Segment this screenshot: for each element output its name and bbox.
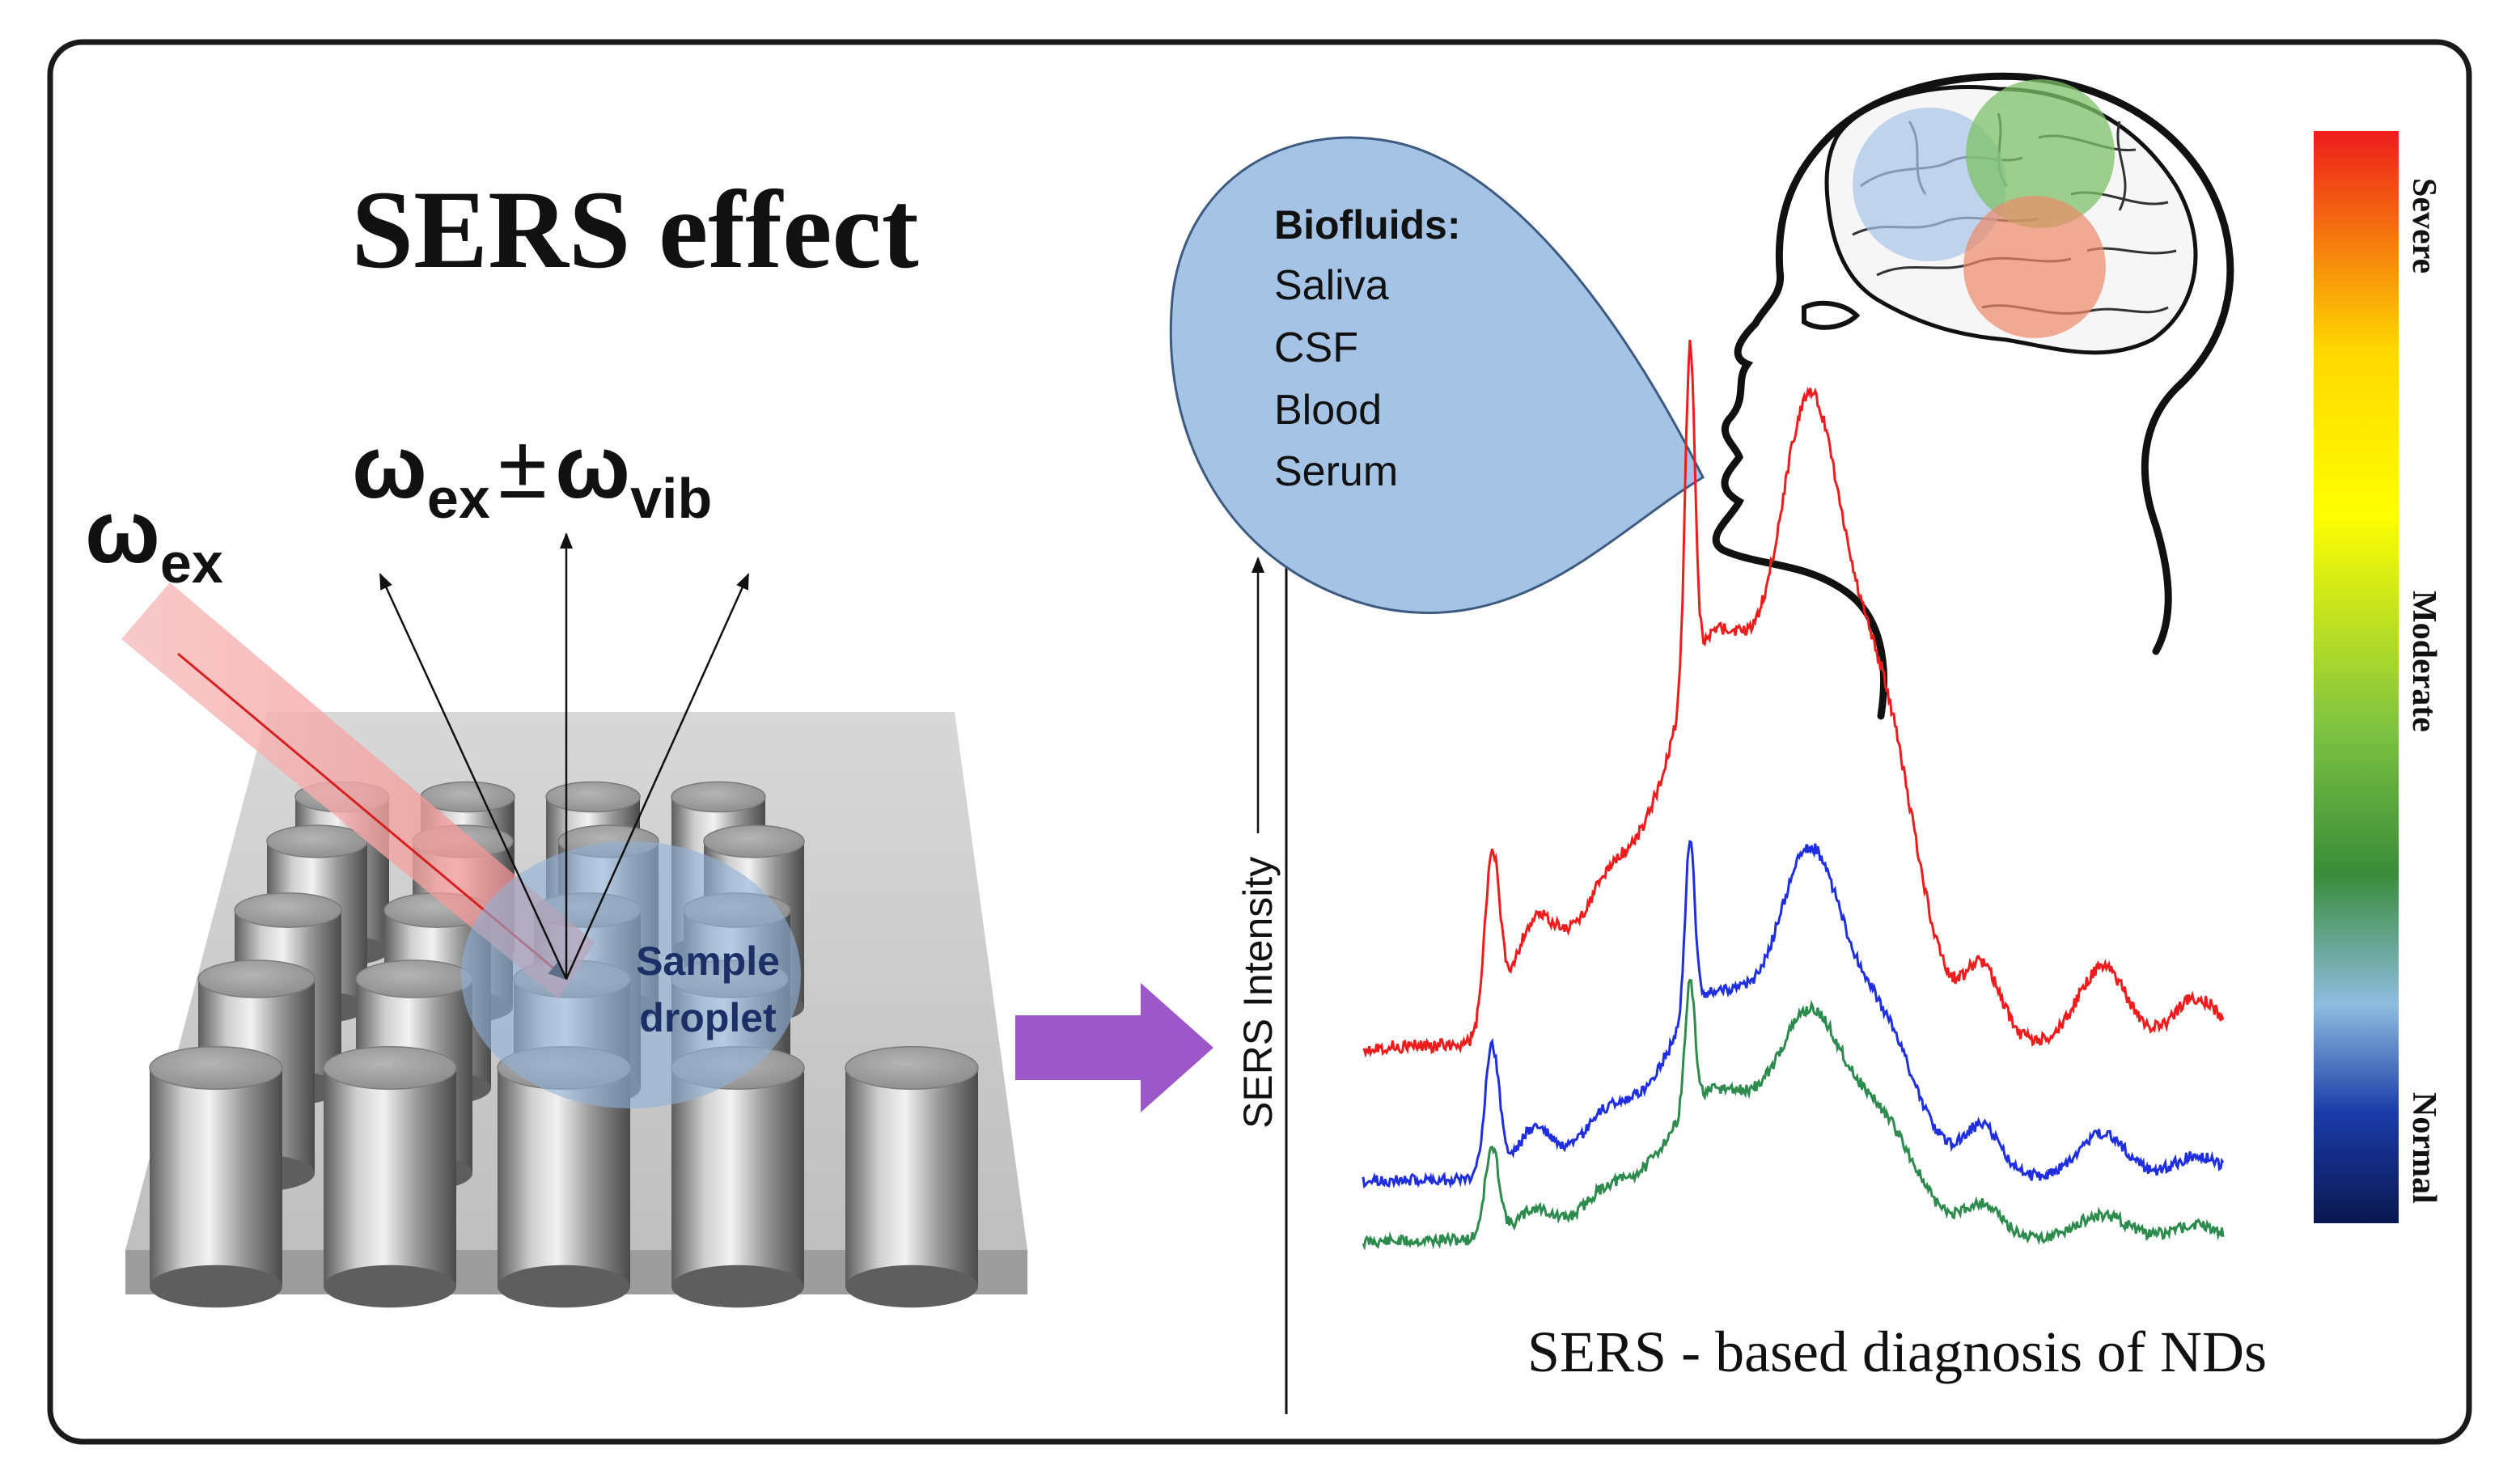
spectrum-moderate — [1362, 839, 2225, 1189]
biofluid-item: Blood — [1274, 387, 1382, 434]
scale-label-normal: Normal — [2405, 1092, 2442, 1204]
nanopillar — [323, 1046, 457, 1308]
nanopillar — [149, 1046, 283, 1308]
excitation-label: ωex — [85, 482, 223, 595]
nanopillar — [845, 1046, 979, 1308]
y-axis-label: SERS Intensity — [1235, 857, 1281, 1129]
droplet-label-line2: droplet — [639, 995, 777, 1040]
head-outline — [1712, 72, 2234, 720]
sample-droplet — [461, 841, 801, 1108]
biofluid-item: Saliva — [1274, 262, 1389, 309]
biofluids-heading: Biofluids: — [1274, 202, 1461, 248]
scattered-rays — [379, 532, 750, 980]
scattered-frequency-label: ωex±ωvib — [352, 417, 712, 530]
brain-region-green — [1966, 79, 2115, 228]
biofluids-bubble — [1169, 136, 1705, 614]
biofluid-item: CSF — [1274, 324, 1358, 371]
laser-beam — [121, 582, 595, 999]
severity-colorbar — [2314, 131, 2399, 1223]
spectra-caption: SERS - based diagnosis of NDs — [1527, 1320, 2267, 1384]
spectrum-severe — [1362, 339, 2225, 1058]
eye-shape — [1802, 300, 1861, 330]
process-arrow — [1015, 983, 1213, 1112]
biofluid-item: Serum — [1274, 448, 1398, 495]
brain-region-orange — [1963, 196, 2106, 338]
scale-label-moderate: Moderate — [2405, 591, 2442, 732]
sers-effect-title: SERS effect — [351, 167, 918, 291]
sers-spectra — [1362, 339, 2225, 1251]
head-brain-illustration — [1712, 72, 2234, 720]
scale-label-severe: Severe — [2405, 178, 2442, 273]
spectrum-normal — [1362, 978, 2225, 1251]
droplet-label-line1: Sample — [636, 938, 780, 984]
